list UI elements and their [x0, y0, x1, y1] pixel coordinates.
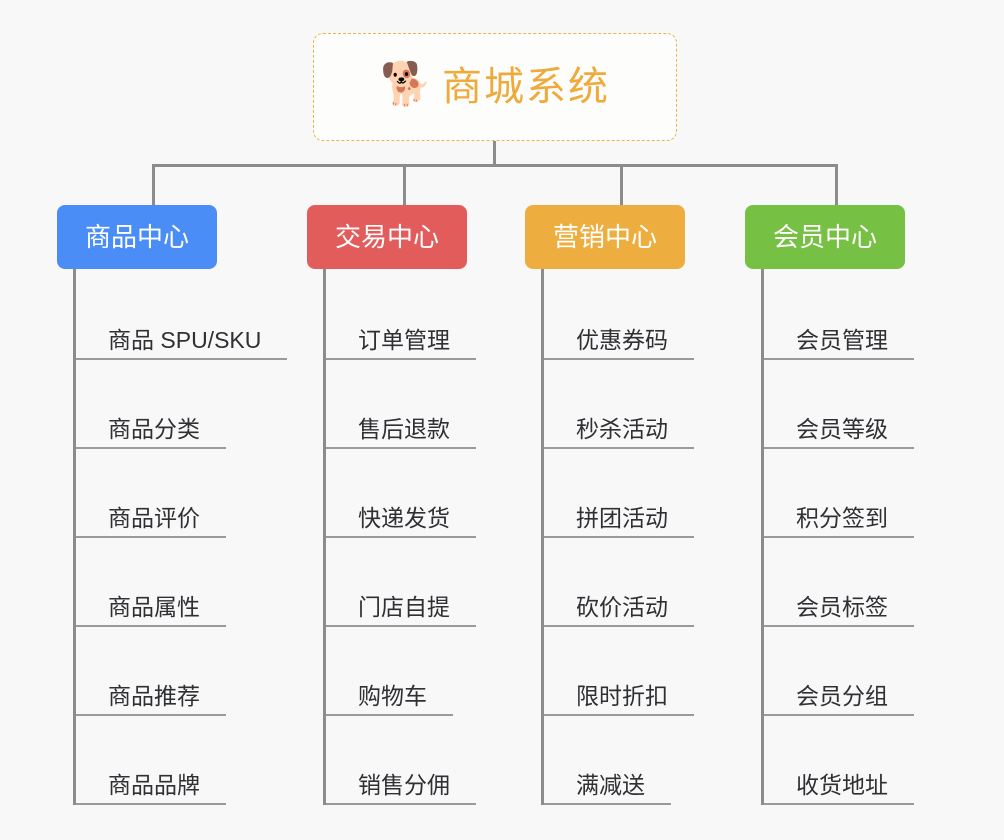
- root-node[interactable]: 🐕 商城系统: [313, 33, 677, 141]
- list-item[interactable]: 会员等级: [764, 360, 914, 449]
- category-header-2[interactable]: 营销中心: [525, 205, 686, 269]
- connector-drop-商品中心: [152, 164, 155, 205]
- category-header-3[interactable]: 会员中心: [745, 205, 906, 269]
- list-item[interactable]: 收货地址: [764, 716, 914, 805]
- leaf-label: 快递发货: [358, 504, 450, 531]
- list-item[interactable]: 积分签到: [764, 449, 914, 538]
- leaf-label: 会员标签: [796, 593, 888, 620]
- leaf-list-3: 会员管理 会员等级 积分签到 会员标签 会员分组 收货地址: [761, 269, 914, 805]
- leaf-list-1: 订单管理 售后退款 快递发货 门店自提 购物车 销售分佣: [323, 269, 476, 805]
- list-item[interactable]: 优惠券码: [544, 271, 694, 360]
- list-item[interactable]: 商品分类: [76, 360, 287, 449]
- connector-drop-营销中心: [620, 164, 623, 205]
- leaf-label: 砍价活动: [576, 593, 668, 620]
- shiba-dog-face-icon: 🐕: [380, 60, 433, 107]
- leaf-label: 会员分组: [796, 682, 888, 709]
- leaf-label: 积分签到: [796, 504, 888, 531]
- leaf-label: 订单管理: [358, 326, 450, 353]
- leaf-label: 门店自提: [358, 593, 450, 620]
- leaf-label: 购物车: [358, 682, 427, 709]
- leaf-label: 秒杀活动: [576, 415, 668, 442]
- leaf-label: 满减送: [576, 771, 645, 798]
- root-title: 商城系统: [442, 65, 610, 109]
- leaf-label: 限时折扣: [576, 682, 668, 709]
- list-item[interactable]: 商品 SPU/SKU: [76, 271, 288, 360]
- list-item[interactable]: 售后退款: [326, 360, 476, 449]
- list-item[interactable]: 快递发货: [326, 449, 476, 538]
- list-item[interactable]: 购物车: [326, 627, 476, 716]
- leaf-label: 会员管理: [796, 326, 888, 353]
- leaf-list-0: 商品 SPU/SKU 商品分类 商品评价 商品属性 商品推荐 商品品牌: [73, 269, 288, 805]
- leaf-label: 商品属性: [108, 593, 200, 620]
- leaf-label: 售后退款: [358, 415, 450, 442]
- list-item[interactable]: 拼团活动: [544, 449, 694, 538]
- category-header-1[interactable]: 交易中心: [307, 205, 468, 269]
- list-item[interactable]: 商品推荐: [76, 627, 287, 716]
- list-item[interactable]: 满减送: [544, 716, 694, 805]
- list-item[interactable]: 订单管理: [326, 271, 476, 360]
- list-item[interactable]: 商品品牌: [76, 716, 287, 805]
- branch-column-2: 营销中心 优惠券码 秒杀活动 拼团活动 砍价活动 限时折扣 满减送: [525, 205, 694, 805]
- connector-horizontal-bus: [152, 164, 838, 167]
- list-item[interactable]: 商品属性: [76, 538, 287, 627]
- leaf-label: 商品评价: [108, 504, 200, 531]
- leaf-label: 收货地址: [796, 771, 888, 798]
- branch-column-0: 商品中心 商品 SPU/SKU 商品分类 商品评价 商品属性 商品推荐 商品品牌: [57, 205, 288, 805]
- leaf-label: 会员等级: [796, 415, 888, 442]
- list-item[interactable]: 限时折扣: [544, 627, 694, 716]
- list-item[interactable]: 砍价活动: [544, 538, 694, 627]
- list-item[interactable]: 会员标签: [764, 538, 914, 627]
- list-item[interactable]: 会员管理: [764, 271, 914, 360]
- list-item[interactable]: 会员分组: [764, 627, 914, 716]
- leaf-label: 商品品牌: [108, 771, 200, 798]
- leaf-label: 拼团活动: [576, 504, 668, 531]
- branch-column-1: 交易中心 订单管理 售后退款 快递发货 门店自提 购物车 销售分佣: [307, 205, 476, 805]
- connector-drop-交易中心: [403, 164, 406, 205]
- list-item[interactable]: 商品评价: [76, 449, 287, 538]
- category-header-0[interactable]: 商品中心: [57, 205, 218, 269]
- leaf-list-2: 优惠券码 秒杀活动 拼团活动 砍价活动 限时折扣 满减送: [541, 269, 694, 805]
- leaf-label: 商品分类: [108, 415, 200, 442]
- list-item[interactable]: 销售分佣: [326, 716, 476, 805]
- leaf-label: 商品 SPU/SKU: [108, 326, 262, 353]
- leaf-label: 销售分佣: [358, 771, 450, 798]
- branch-column-3: 会员中心 会员管理 会员等级 积分签到 会员标签 会员分组 收货地址: [745, 205, 914, 805]
- connector-drop-会员中心: [835, 164, 838, 205]
- leaf-label: 商品推荐: [108, 682, 200, 709]
- list-item[interactable]: 秒杀活动: [544, 360, 694, 449]
- connector-root-stem: [493, 141, 496, 166]
- leaf-label: 优惠券码: [576, 326, 668, 353]
- list-item[interactable]: 门店自提: [326, 538, 476, 627]
